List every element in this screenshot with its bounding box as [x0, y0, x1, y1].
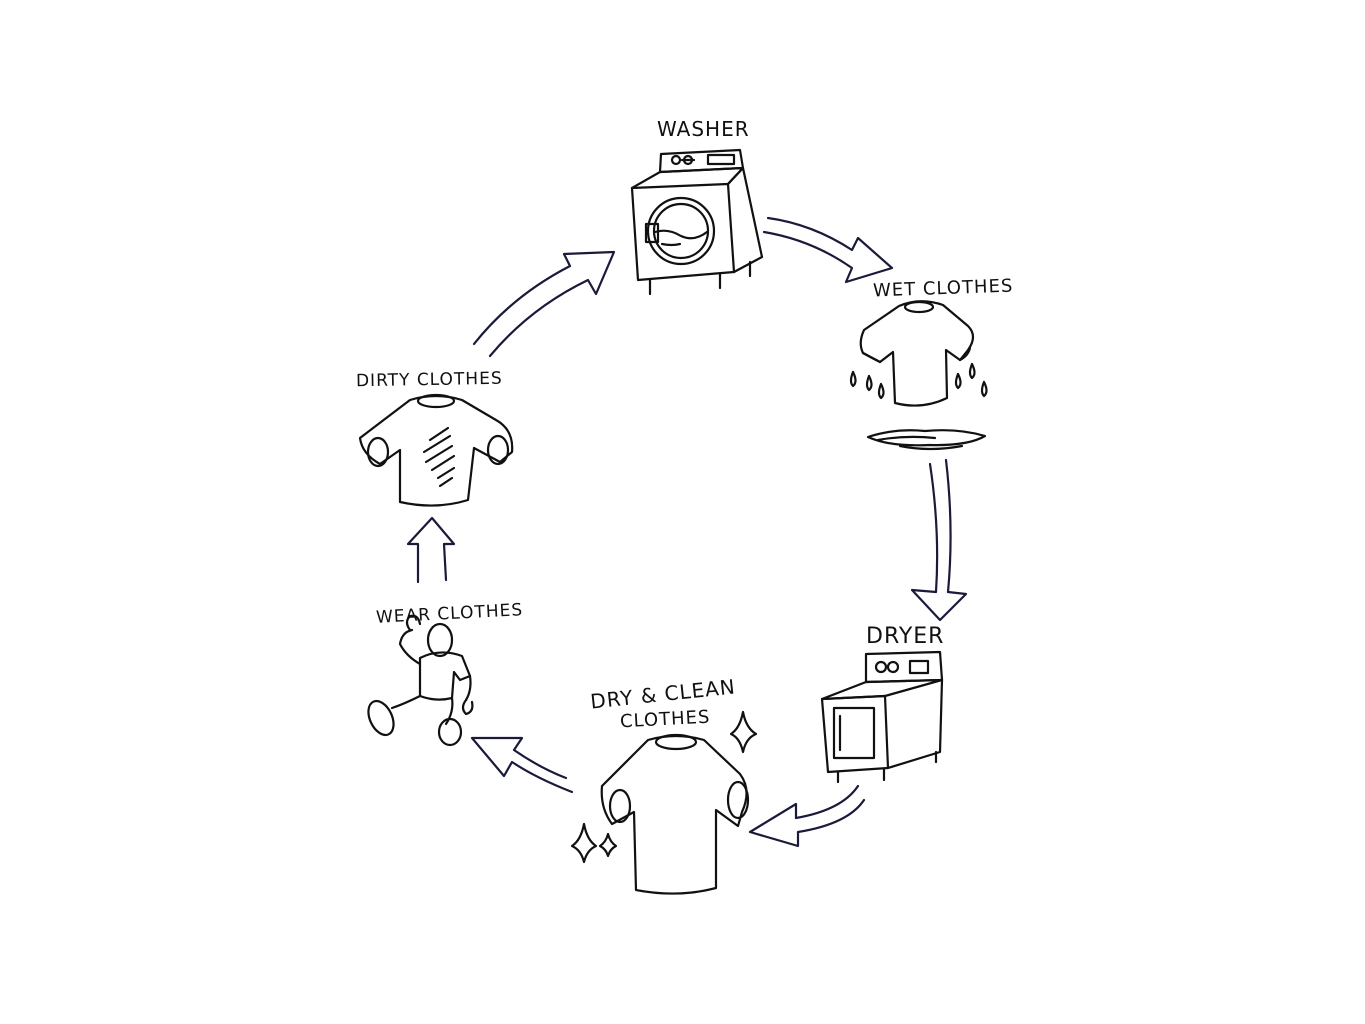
arrow-wet-to-dryer	[912, 460, 966, 620]
washer-icon	[632, 150, 762, 294]
arrow-washer-to-wet	[764, 218, 892, 282]
dirty-shirt-icon	[360, 395, 512, 506]
arrow-dryer-to-clean	[750, 786, 864, 846]
arrow-clean-to-wear	[472, 738, 572, 792]
dryer-icon	[822, 652, 942, 782]
dirty-clothes-label: Dirty Clothes	[355, 368, 503, 392]
wet-shirt-icon	[851, 301, 987, 449]
arrow-wear-to-dirty	[408, 518, 454, 582]
clean-shirt-icon	[572, 712, 756, 894]
washer-label: Washer	[657, 117, 750, 141]
dryer-label: Dryer	[866, 624, 945, 649]
walking-person-icon	[363, 616, 472, 745]
arrow-dirty-to-washer	[474, 252, 614, 356]
